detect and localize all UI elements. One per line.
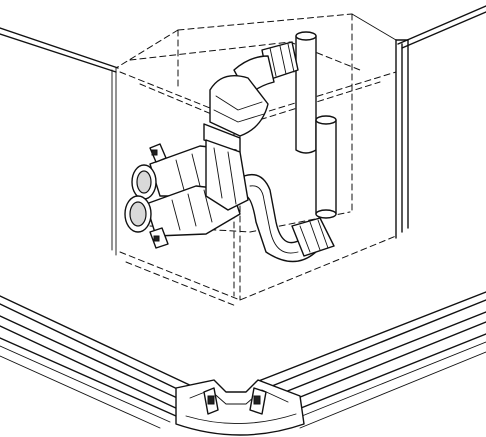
hidden-bottom-front-edge bbox=[119, 235, 397, 301]
frame-corner-outer-curve bbox=[185, 413, 297, 424]
front-vertical-pipe-top bbox=[315, 115, 337, 125]
u-bend-pipe-nut-facets bbox=[299, 219, 329, 253]
housing-box bbox=[111, 13, 409, 256]
front-vertical-pipe bbox=[315, 119, 337, 215]
connecting-tee-fitting bbox=[205, 139, 249, 211]
housing-top-right-edge bbox=[351, 13, 397, 41]
u-bend-pipe-joint bbox=[315, 209, 337, 219]
u-bend-pipe-nut bbox=[291, 217, 335, 257]
frame-corner-slot-right bbox=[253, 395, 261, 405]
valve-assembly-icon bbox=[124, 139, 249, 249]
frame-right-rail-5 bbox=[285, 333, 486, 415]
frame-right-rail-1 bbox=[255, 291, 486, 383]
hidden-upper-ridge bbox=[119, 71, 397, 121]
hidden-upper-ridge-2 bbox=[139, 81, 381, 127]
frame-corner-slot-left bbox=[207, 395, 215, 405]
frame-left-rail-1 bbox=[0, 295, 197, 389]
connecting-tee-facets bbox=[213, 147, 237, 205]
frame-right-rail-7 bbox=[299, 351, 486, 429]
hidden-top-back-edge bbox=[177, 13, 353, 31]
lower-valve-handle-pin bbox=[153, 235, 160, 242]
vertical-pipe-icon bbox=[295, 31, 337, 215]
frame-left-rail-3 bbox=[0, 315, 187, 403]
frame-left-rail-7 bbox=[0, 355, 161, 429]
elbow-fitting-body bbox=[209, 75, 269, 137]
ceiling-grille-frame-icon bbox=[0, 291, 486, 436]
frame-right-rail-2 bbox=[261, 299, 486, 391]
hidden-top-left-edge bbox=[115, 29, 179, 69]
upper-valve-handle bbox=[149, 143, 167, 163]
frame-left-rail-6 bbox=[0, 345, 171, 423]
frame-corner-piece bbox=[175, 379, 305, 436]
elbow-fitting-ridge-2 bbox=[213, 109, 265, 123]
ceiling-right-edge-line bbox=[397, 5, 486, 45]
frame-left-rail-5 bbox=[0, 337, 177, 417]
frame-right-rail-6 bbox=[291, 341, 486, 421]
ceiling-left-edge-line-inner bbox=[0, 33, 117, 73]
frame-left-rail-2 bbox=[0, 303, 193, 397]
frame-right-rail-3 bbox=[269, 311, 486, 399]
ceiling-right-edge-line-inner bbox=[401, 11, 486, 49]
ceiling-left-edge-line bbox=[0, 27, 119, 69]
u-bend-pipe-centerline bbox=[249, 185, 299, 254]
elbow-fitting-icon bbox=[203, 75, 269, 153]
back-vertical-pipe bbox=[295, 35, 317, 154]
upper-valve-port-inner bbox=[136, 170, 152, 194]
ceiling-panel-lines bbox=[0, 5, 486, 73]
frame-left-rail-4 bbox=[0, 325, 181, 411]
hidden-bottom-front-edge-2 bbox=[125, 261, 237, 307]
elbow-fitting-ridge bbox=[215, 95, 263, 111]
lower-valve-port-inner bbox=[129, 201, 147, 227]
back-vertical-pipe-top bbox=[295, 31, 317, 41]
upper-pipe-nut-facets bbox=[269, 43, 295, 77]
frame-right-rail-4 bbox=[277, 321, 486, 407]
upper-valve-handle-pin bbox=[151, 149, 158, 156]
u-bend-pipe-icon bbox=[243, 173, 337, 263]
